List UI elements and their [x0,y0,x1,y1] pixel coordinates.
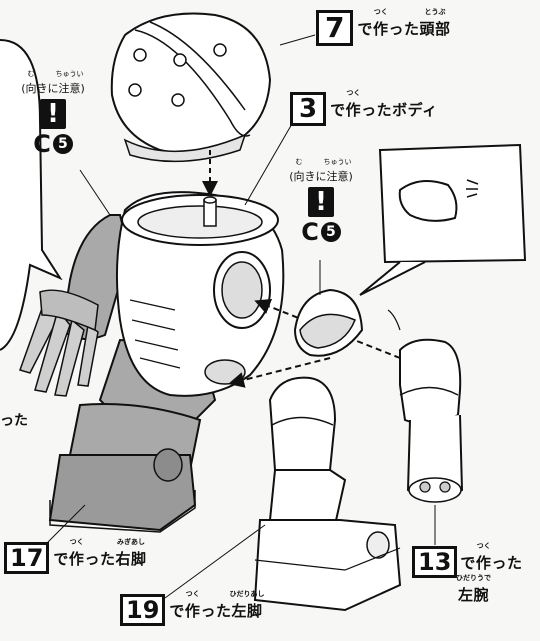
head-callout: 7 でつく作ったとうぶ頭部 [316,7,451,46]
cap-insert-arrow [254,298,401,359]
step-number-box: 3 [290,92,327,126]
head-callout-text: でつく作ったとうぶ頭部 [357,7,451,38]
body-callout: 3 でつく作ったボディ [290,88,438,126]
step-number-box: 17 [4,542,50,574]
leg-insert-arrow [228,357,331,388]
shoulder-cap-part [293,288,364,357]
warning-icon: ! [308,187,334,217]
body-callout-text: でつく作ったボディ [330,88,438,119]
step-number-box: 7 [316,10,354,46]
left-arm-callout: 13 でつく作った ひだりうで左腕 [412,542,538,605]
left-leg-callout-text: でつく作ったひだりあし左脚 [169,589,265,620]
right-leg-callout-text: でつく作ったみぎあし右脚 [53,537,147,568]
left-arm-part [387,309,464,503]
left-speech-bubble [0,39,63,351]
step-number-box: 19 [120,594,166,626]
left-arm-callout-text: ひだりうで左腕 [456,574,491,605]
head-part [110,12,272,163]
left-leg-callout: 19 でつく作ったひだりあし左脚 [120,589,265,626]
body-part [115,191,285,397]
right-arm-part [19,214,126,397]
cutoff-label: った [0,413,28,429]
left-leg-part [253,376,402,612]
detail-speech-bubble [359,143,527,296]
right-leg-callout: 17 でつく作ったみぎあし右脚 [4,537,147,574]
warning-icon: ! [40,99,66,129]
step-number-box: 13 [412,546,458,578]
